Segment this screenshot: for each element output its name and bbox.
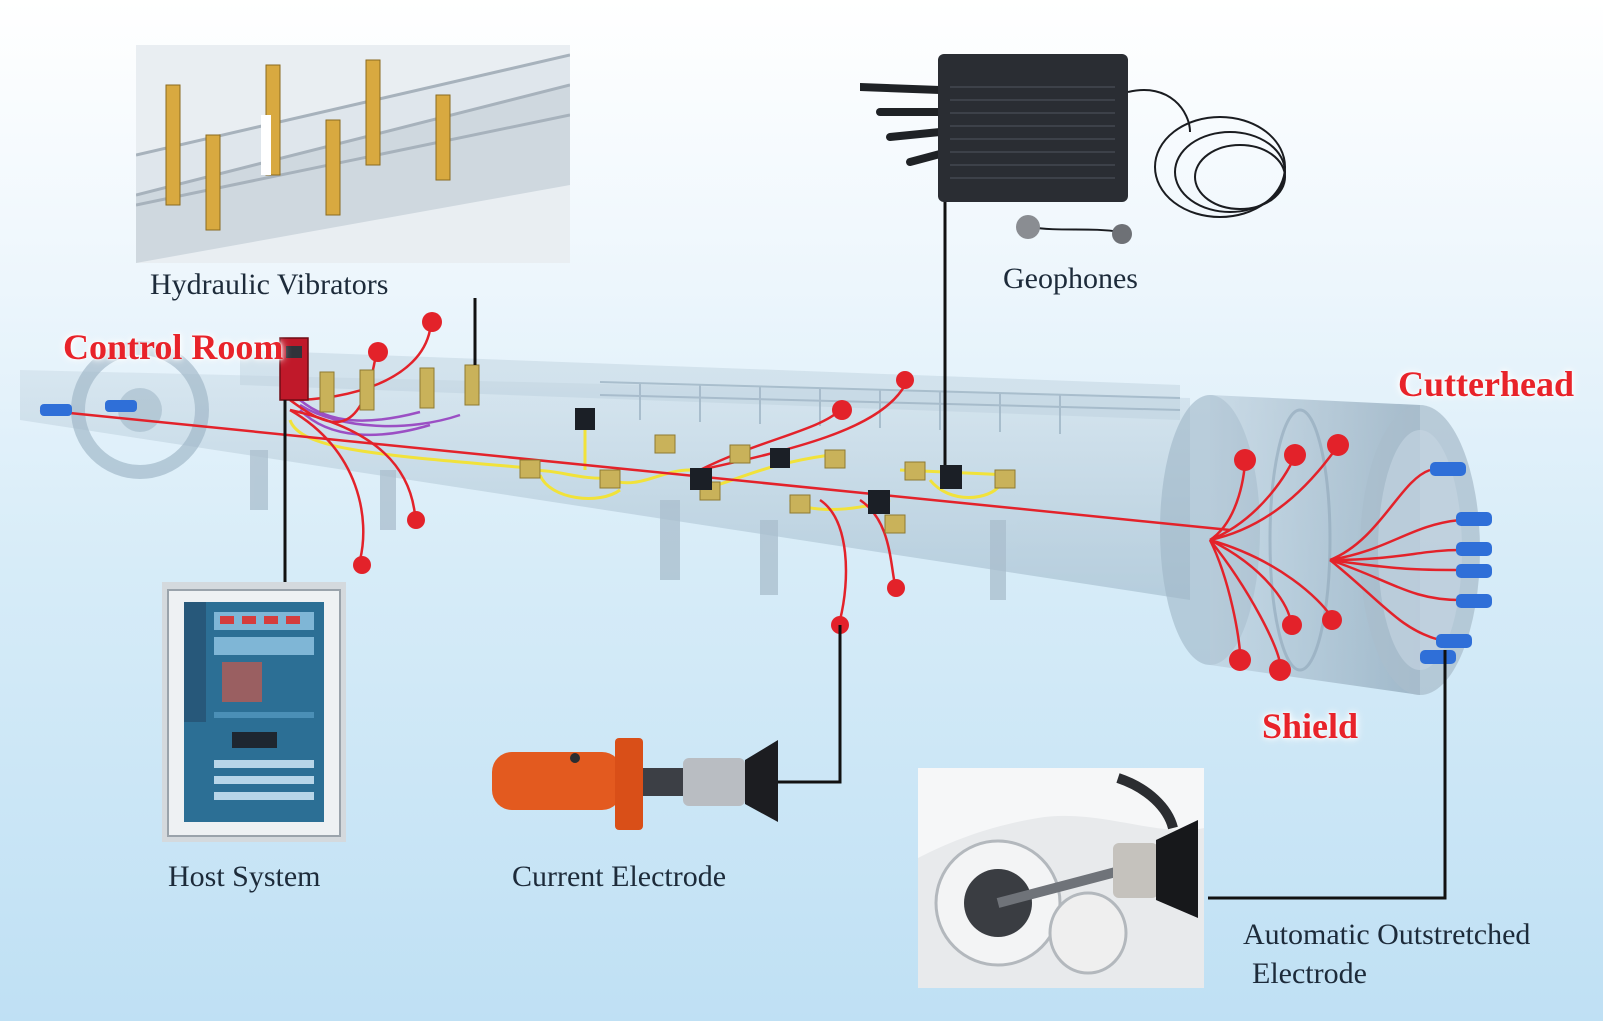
host-system-label: Host System <box>168 860 321 893</box>
hydraulic-vibrators-photo <box>136 45 570 263</box>
control-room-unit <box>279 337 309 401</box>
automatic-electrode-photo <box>918 768 1204 988</box>
hydraulic-vibrators-label: Hydraulic Vibrators <box>150 268 389 301</box>
host-system-photo <box>162 582 346 842</box>
geophones-photo <box>860 52 1320 252</box>
automatic-electrode-label-line1: Automatic Outstretched <box>1243 918 1531 951</box>
shield-label: Shield <box>1262 706 1359 746</box>
junction-boxes <box>319 364 1016 534</box>
cutterhead-label: Cutterhead <box>1398 364 1574 404</box>
connector-lines <box>283 200 1447 900</box>
geophone-units <box>575 408 962 514</box>
automatic-electrode-label-line2: Electrode <box>1252 957 1367 990</box>
red-cables <box>39 329 1461 666</box>
geophones-label: Geophones <box>1003 262 1138 295</box>
blue-electrodes <box>40 400 1492 664</box>
control-room-label: Control Room <box>63 327 284 367</box>
red-electrodes <box>353 312 1349 681</box>
current-electrode-photo <box>490 730 780 845</box>
current-electrode-label: Current Electrode <box>512 860 727 893</box>
